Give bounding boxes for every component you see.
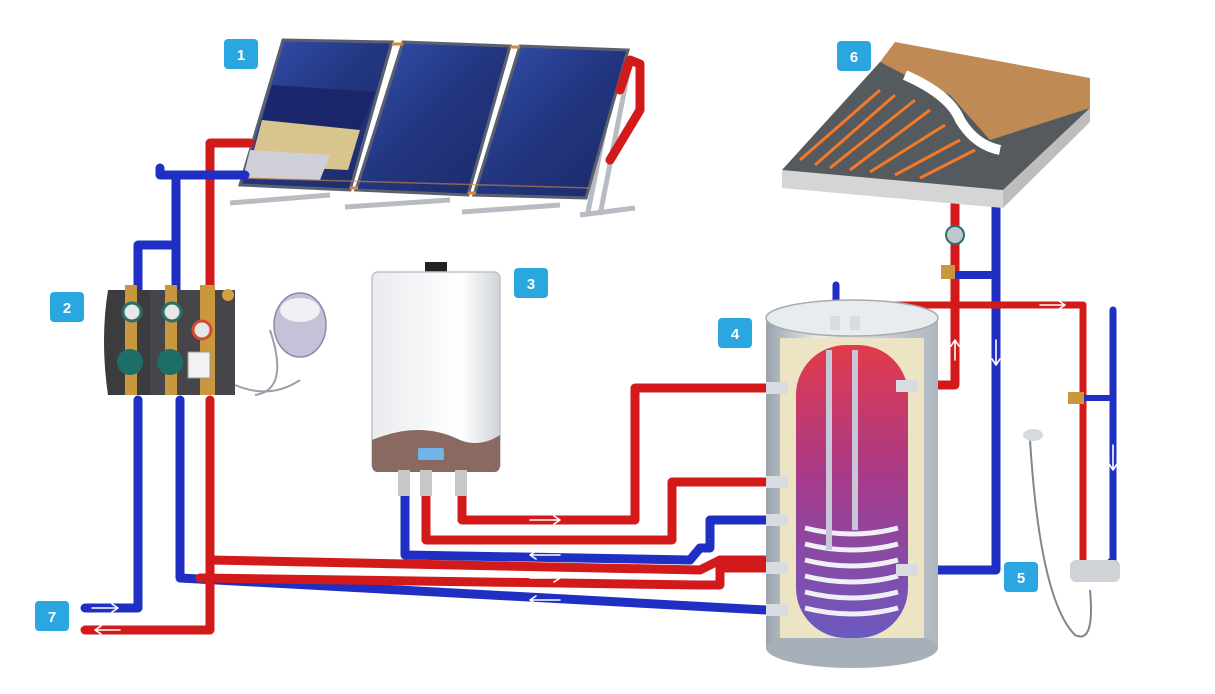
badge-5: 5 [1004, 562, 1038, 592]
floor-valve-icon [941, 225, 965, 279]
badge-3-label: 3 [527, 276, 535, 293]
storage-tank-icon [765, 299, 939, 668]
badge-6: 6 [837, 41, 871, 71]
badge-6-label: 6 [850, 49, 858, 66]
badge-1-label: 1 [237, 47, 245, 64]
badge-2-label: 2 [63, 300, 71, 317]
floor-return-pipe [911, 180, 1001, 575]
badge-2: 2 [50, 292, 84, 322]
collector-return-pipe [605, 55, 645, 165]
underfloor-heating-icon [782, 42, 1090, 208]
solar-collector-icon [229, 38, 636, 218]
shower-icon [1023, 392, 1120, 638]
pump-station-icon [104, 285, 235, 395]
gas-boiler-icon [371, 262, 501, 496]
solar-hot-pipe [205, 395, 771, 575]
boiler-cold-pipe [400, 485, 771, 565]
badge-7-label: 7 [48, 609, 56, 626]
badge-5-label: 5 [1017, 570, 1025, 587]
badge-1: 1 [224, 39, 258, 69]
boiler-return-pipe [421, 477, 771, 545]
collector-cold-pipe [155, 163, 250, 180]
solar-cold-pipe [175, 395, 771, 615]
badge-4: 4 [718, 318, 752, 348]
badge-3: 3 [514, 268, 548, 298]
badge-7: 7 [35, 601, 69, 631]
collector-supply-pipe [205, 138, 255, 295]
boiler-flow-pipe [457, 383, 771, 525]
dhw-cold-pipe [1096, 306, 1117, 574]
expansion-vessel-icon [234, 292, 327, 396]
badge-4-label: 4 [731, 326, 740, 343]
